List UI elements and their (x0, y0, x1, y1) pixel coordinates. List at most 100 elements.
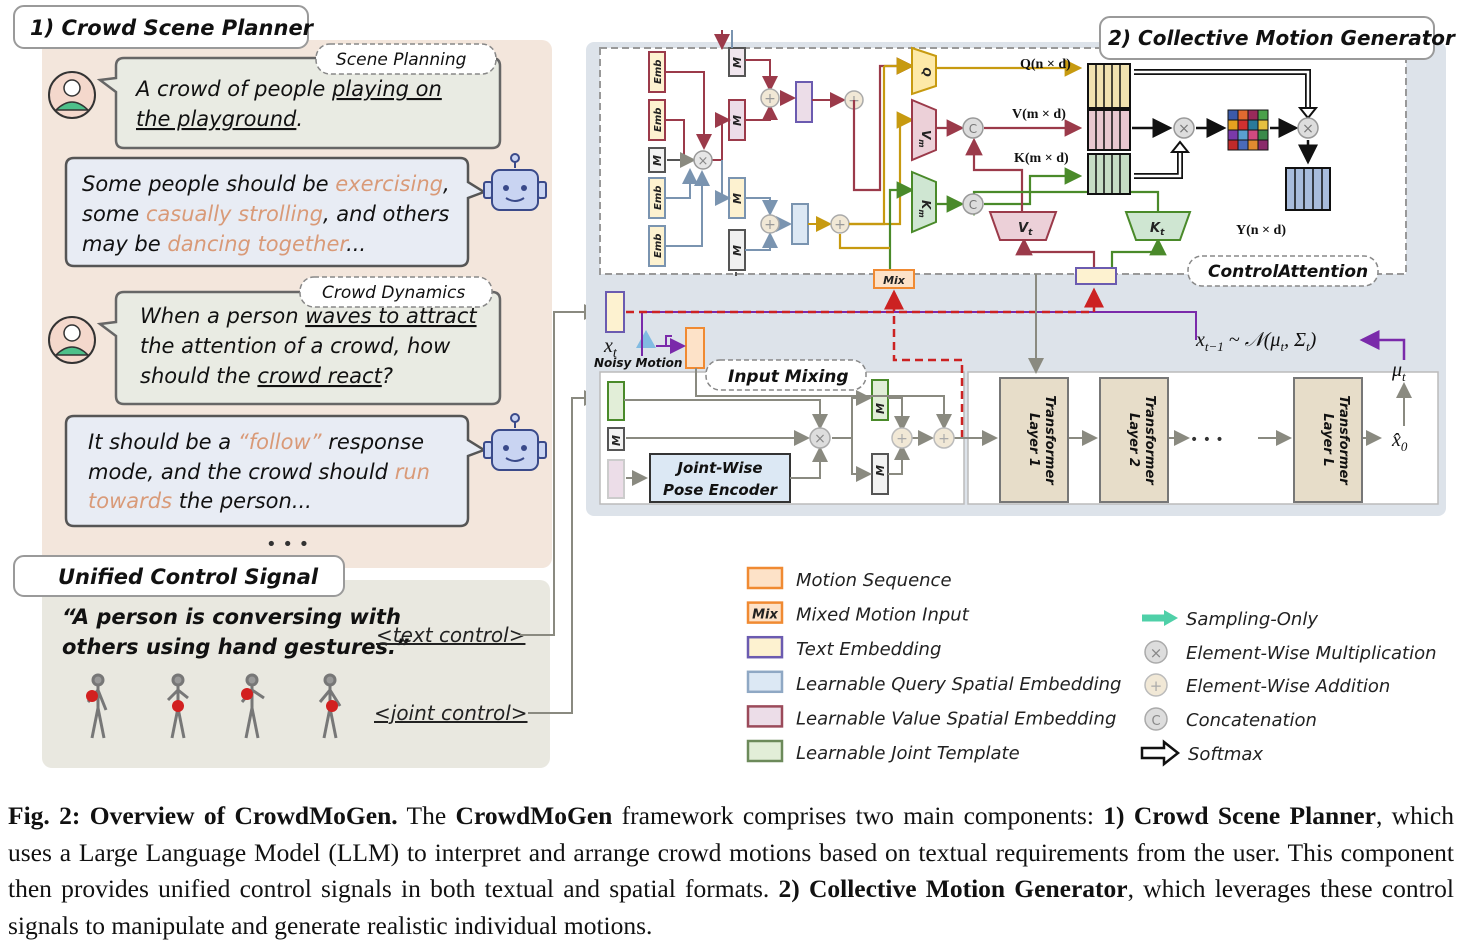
svg-text:+: + (834, 217, 846, 233)
control-quote-line1: “A person is conversing with (62, 605, 401, 629)
q-dim-label: Q(n × d) (1020, 57, 1071, 72)
transformer-layer-1: Transformer Layer 1 (999, 377, 1069, 503)
legend-multiplication: Element-Wise Multiplication (1186, 643, 1437, 664)
legend-label: Text Embedding (796, 639, 941, 660)
bot-bubble-2 (64, 414, 487, 528)
times-circle-icon: × (1173, 117, 1195, 139)
sampling-equation: xt−1 ~ 𝒩(μt, Σt) (1195, 329, 1317, 354)
key-projection-t (1124, 211, 1192, 241)
robot-icon (483, 413, 547, 471)
joint-control-connector (528, 390, 600, 714)
svg-text:Emb: Emb (653, 186, 664, 210)
bot-bubble-1 (64, 156, 487, 268)
plus-circle-icon: + (830, 214, 850, 234)
bot-msg-1-line3: may be dancing together... (82, 232, 366, 256)
v-matrix (1087, 109, 1131, 151)
control-title-box (13, 555, 345, 597)
svg-text:Transformer: Transformer (1042, 395, 1057, 486)
xt-token (605, 291, 625, 333)
svg-text:Mix: Mix (883, 274, 906, 287)
svg-text:M: M (651, 155, 664, 166)
generator-title-box (1099, 16, 1435, 60)
plus-circle-icon: + (891, 427, 913, 449)
plus-circle-icon: + (760, 88, 780, 108)
legend-swatch (746, 739, 784, 763)
legend-label: Learnable Query Spatial Embedding (796, 674, 1121, 695)
legend-label: Mixed Motion Input (796, 605, 970, 626)
svg-text:M: M (874, 465, 887, 476)
joint-template-token (607, 381, 625, 421)
svg-text:M: M (731, 57, 744, 68)
user-msg-2-line1: When a person waves to attract (140, 304, 477, 328)
bot-msg-1-line1: Some people should be exercising, (82, 172, 450, 196)
user-msg-2-line3: should the crowd react? (140, 364, 393, 388)
mu-t-label: μt (1391, 359, 1406, 384)
svg-text:Emb: Emb (653, 60, 664, 84)
svg-text:+: + (1150, 677, 1163, 695)
times-circle-icon: × (809, 427, 831, 449)
control-attention-label: ControlAttention (1208, 262, 1368, 282)
concatenation-icon: C (1144, 707, 1168, 731)
legend-swatch (746, 601, 784, 624)
svg-text:M: M (610, 435, 623, 446)
svg-text:Vm: Vm (917, 130, 933, 148)
key-projection-m (911, 170, 937, 234)
legend-label: Motion Sequence (796, 570, 952, 591)
times-circle-icon: × (693, 150, 713, 170)
svg-text:×: × (814, 431, 826, 447)
v-dim-label: V(m × d) (1012, 107, 1066, 122)
sampling-only-icon (1142, 610, 1178, 626)
legend-label: Learnable Joint Template (796, 743, 1020, 764)
svg-text:Q: Q (920, 67, 933, 76)
sampling-red-path (626, 287, 1104, 314)
bot-msg-1-line2: some casually strolling, and others (82, 202, 449, 226)
times-circle-icon: × (1297, 117, 1319, 139)
svg-text:Vt: Vt (1018, 221, 1033, 238)
crowd-dynamics-tag: Crowd Dynamics (322, 283, 465, 303)
softmax-icon (1140, 739, 1181, 767)
y-matrix (1285, 167, 1331, 211)
svg-text:C: C (1151, 714, 1160, 729)
svg-text:C: C (969, 198, 977, 212)
joint-control-label: <joint control> (374, 701, 528, 725)
svg-text:Km: Km (917, 200, 933, 218)
layer-ellipsis: • • • (1190, 432, 1224, 448)
plus-circle-icon: + (933, 427, 955, 449)
control-panel (42, 580, 550, 768)
skeleton-pose-icon (318, 673, 342, 739)
user-avatar-icon (48, 71, 96, 119)
user-msg-1-line1: A crowd of people playing on (134, 77, 442, 101)
value-spatial-token (607, 459, 625, 499)
y-dim-label: Y(n × d) (1236, 223, 1286, 238)
motion-token (607, 427, 625, 451)
skeleton-pose-icon (166, 673, 189, 739)
svg-text:M: M (731, 245, 744, 256)
svg-text:Emb: Emb (653, 234, 664, 258)
svg-text:+: + (764, 91, 776, 107)
more-messages-ellipsis: • • • (266, 534, 309, 555)
k-matrix (1087, 153, 1131, 195)
svg-text:+: + (896, 431, 908, 447)
control-title: Unified Control Signal (58, 565, 319, 589)
svg-text:Layer 1: Layer 1 (1026, 413, 1041, 467)
legend-concatenation: Concatenation (1186, 710, 1317, 731)
attention-map (1227, 109, 1269, 151)
user-msg-1-line2: the playground. (136, 107, 303, 131)
text-control-connector (520, 304, 600, 636)
legend-swatch (746, 670, 784, 694)
legend-swatch (746, 635, 784, 659)
svg-text:×: × (1150, 644, 1163, 662)
svg-text:Transformer: Transformer (1142, 395, 1157, 486)
text-embedding-token (1075, 267, 1117, 285)
legend-swatch (746, 566, 784, 590)
concatenation-icon: C (962, 117, 984, 139)
user-bubble-1 (96, 56, 502, 150)
svg-text:M: M (731, 115, 744, 126)
svg-text:M: M (731, 193, 744, 204)
motion-sequence-token (685, 327, 705, 369)
plus-circle-icon: + (760, 214, 780, 234)
value-projection-t (988, 211, 1058, 241)
joint-template-token (871, 379, 889, 421)
